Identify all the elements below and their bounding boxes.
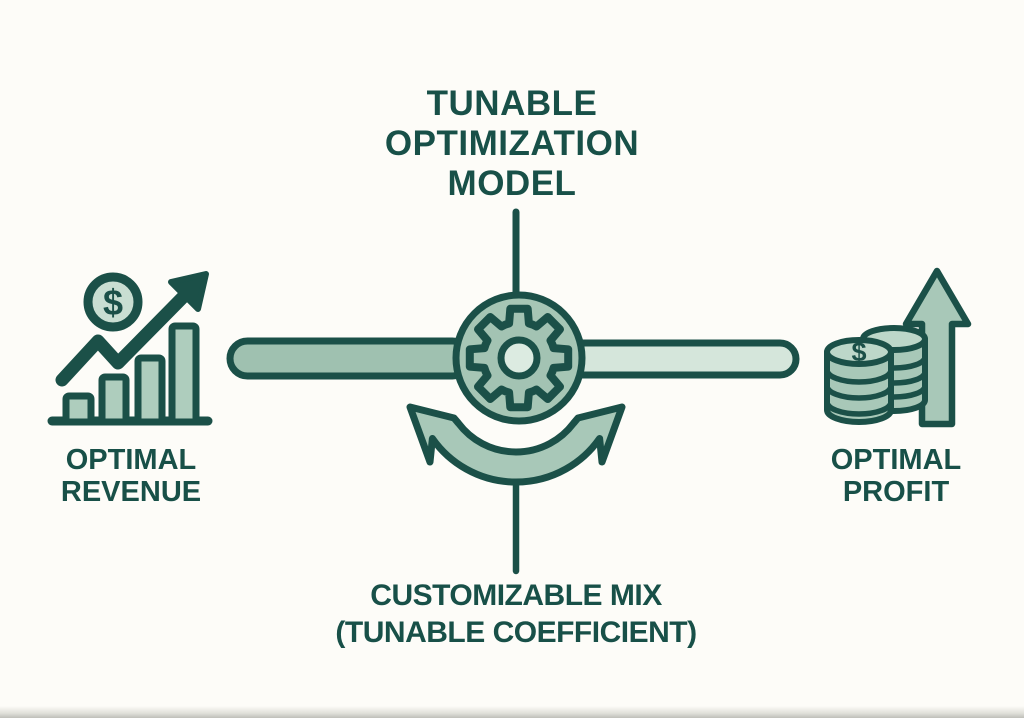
optimal-revenue-line-2: REVENUE — [60, 476, 202, 508]
coin-stack-front-body — [824, 349, 894, 425]
up-arrow-icon — [902, 267, 972, 428]
customizable-mix-line-2: (TUNABLE COEFFICIENT) — [335, 616, 697, 649]
bottom-edge-shadow — [0, 706, 1024, 718]
coins-stack-icon: $ — [824, 325, 928, 425]
slider-bar-right — [556, 339, 800, 379]
swap-arrow-icon — [406, 403, 626, 486]
coin-edge — [824, 399, 894, 417]
title-line-2: OPTIMIZATION — [384, 124, 640, 163]
coin-stack-front-top — [824, 337, 894, 367]
customizable-mix-label: CUSTOMIZABLE MIX (TUNABLE COEFFICIENT) — [335, 577, 697, 651]
optimal-revenue-line-1: OPTIMAL — [65, 444, 197, 476]
slider-bar-left — [226, 337, 474, 380]
optimal-profit-line-1: OPTIMAL — [830, 444, 962, 476]
coin-dollar-glyph: $ — [851, 337, 866, 367]
chart-bar-3 — [134, 354, 166, 426]
chart-bar-4 — [168, 322, 200, 426]
title-line-3: MODEL — [447, 164, 577, 203]
gear-icon — [452, 291, 586, 425]
dollar-coin-icon: $ — [83, 272, 143, 332]
growth-arrow-line — [55, 283, 197, 387]
customizable-mix-line-1: CUSTOMIZABLE MIX — [370, 579, 662, 612]
diagram-title: TUNABLE OPTIMIZATION MODEL — [0, 84, 1024, 204]
title-line-1: TUNABLE — [426, 84, 598, 123]
optimal-profit-line-2: PROFIT — [842, 476, 950, 508]
coin-edge — [824, 367, 894, 385]
chart-bar-2 — [98, 373, 130, 426]
revenue-chart-icon: $ — [47, 271, 213, 426]
coin-edge — [824, 383, 894, 401]
optimal-profit-label: OPTIMAL PROFIT — [831, 444, 962, 508]
coin-dollar-glyph: $ — [103, 282, 123, 323]
coin-circle — [83, 272, 143, 332]
growth-arrow-head — [168, 271, 209, 312]
gear-hub-hole — [497, 336, 541, 380]
profit-icon: $ — [824, 267, 972, 428]
optimal-revenue-label: OPTIMAL REVENUE — [61, 444, 201, 508]
chart-bar-1 — [62, 392, 95, 426]
